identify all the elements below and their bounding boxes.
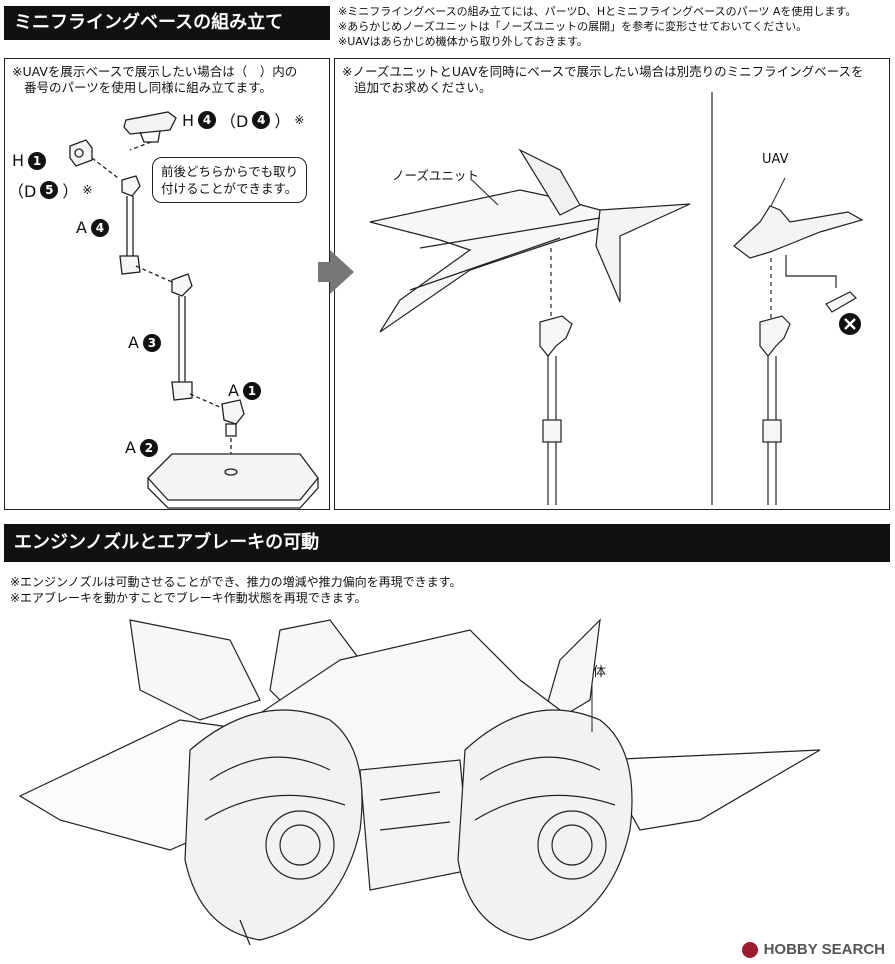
label-h1: H 1 (12, 151, 47, 170)
label-a3: A 3 (128, 333, 161, 352)
label-a2: A 2 (125, 438, 158, 457)
left-note: ※UAVを展示ベースで展示したい場合は（ ）内の 番号のパーツを使用し同様に組み… (12, 64, 297, 96)
right-note-line-1: ※ノーズユニットとUAVを同時にベースで展示したい場合は別売りのミニフライングベ… (342, 64, 864, 79)
section2-note-2: ※エアブレーキを動かすことでブレーキ作動状態を再現できます。 (10, 591, 367, 605)
num-d5: 5 (40, 181, 59, 199)
section1-notes: ※ミニフライングベースの組み立てには、パーツD、Hとミニフライングベースのパーツ… (338, 4, 856, 49)
callout-line-2: 付けることができます。 (161, 181, 298, 196)
num-h4: 4 (198, 111, 217, 129)
section1-title: ミニフライングベースの組み立て (4, 6, 330, 40)
num-a3: 3 (142, 333, 161, 352)
right-note: ※ノーズユニットとUAVを同時にベースで展示したい場合は別売りのミニフライングベ… (342, 64, 864, 96)
label-h4: H 4 （D 4 ） ※ (182, 110, 305, 132)
section1-note-3: ※UAVはあらかじめ機体から取り外しておきます。 (338, 35, 588, 48)
section1-title-text: ミニフライングベースの組み立て (14, 12, 284, 33)
aircraft-illustration (18, 618, 821, 946)
watermark: HOBBY SEARCH (741, 941, 885, 958)
panel-assembly (4, 58, 330, 510)
right-note-line-2: 追加でお求めください。 (354, 80, 492, 95)
hobby-search-logo-icon (741, 941, 758, 958)
watermark-text: HOBBY SEARCH (763, 941, 885, 958)
num-d4: 4 (252, 111, 271, 129)
num-a2: 2 (139, 438, 158, 457)
num-a4: 4 (90, 218, 109, 237)
uav-label: UAV (762, 152, 789, 167)
no-icon (839, 313, 861, 335)
label-a1: A 1 (228, 381, 261, 400)
callout-mount-note: 前後どちらからでも取り 付けることができます。 (152, 157, 308, 203)
section2-title: エンジンノズルとエアブレーキの可動 (4, 524, 890, 562)
section2-note-1: ※エンジンノズルは可動させることができ、推力の増減や推力偏向を再現できます。 (10, 575, 462, 589)
num-a1: 1 (242, 381, 261, 400)
callout-line-1: 前後どちらからでも取り (161, 164, 299, 179)
nose-unit-label: ノーズユニット (392, 168, 479, 183)
label-a4: A 4 (76, 218, 109, 237)
section1-note-2: ※あらかじめノーズユニットは「ノーズユニットの展開」を参考に変形させておいてくだ… (338, 20, 808, 33)
assembly-illustration (69, 92, 864, 509)
section2-title-text: エンジンノズルとエアブレーキの可動 (14, 532, 320, 553)
label-d5: （D 5 ） ※ (8, 181, 93, 201)
arrow-right-icon (318, 250, 354, 294)
left-note-line-1: ※UAVを展示ベースで展示したい場合は（ ）内の (12, 64, 298, 79)
left-note-line-2: 番号のパーツを使用し同様に組み立てます。 (24, 80, 272, 95)
section2-notes: ※エンジンノズルは可動させることができ、推力の増減や推力偏向を再現できます。 ※… (10, 574, 461, 606)
section1-note-1: ※ミニフライングベースの組み立てには、パーツD、Hとミニフライングベースのパーツ… (338, 5, 857, 18)
num-h1: 1 (28, 151, 47, 170)
